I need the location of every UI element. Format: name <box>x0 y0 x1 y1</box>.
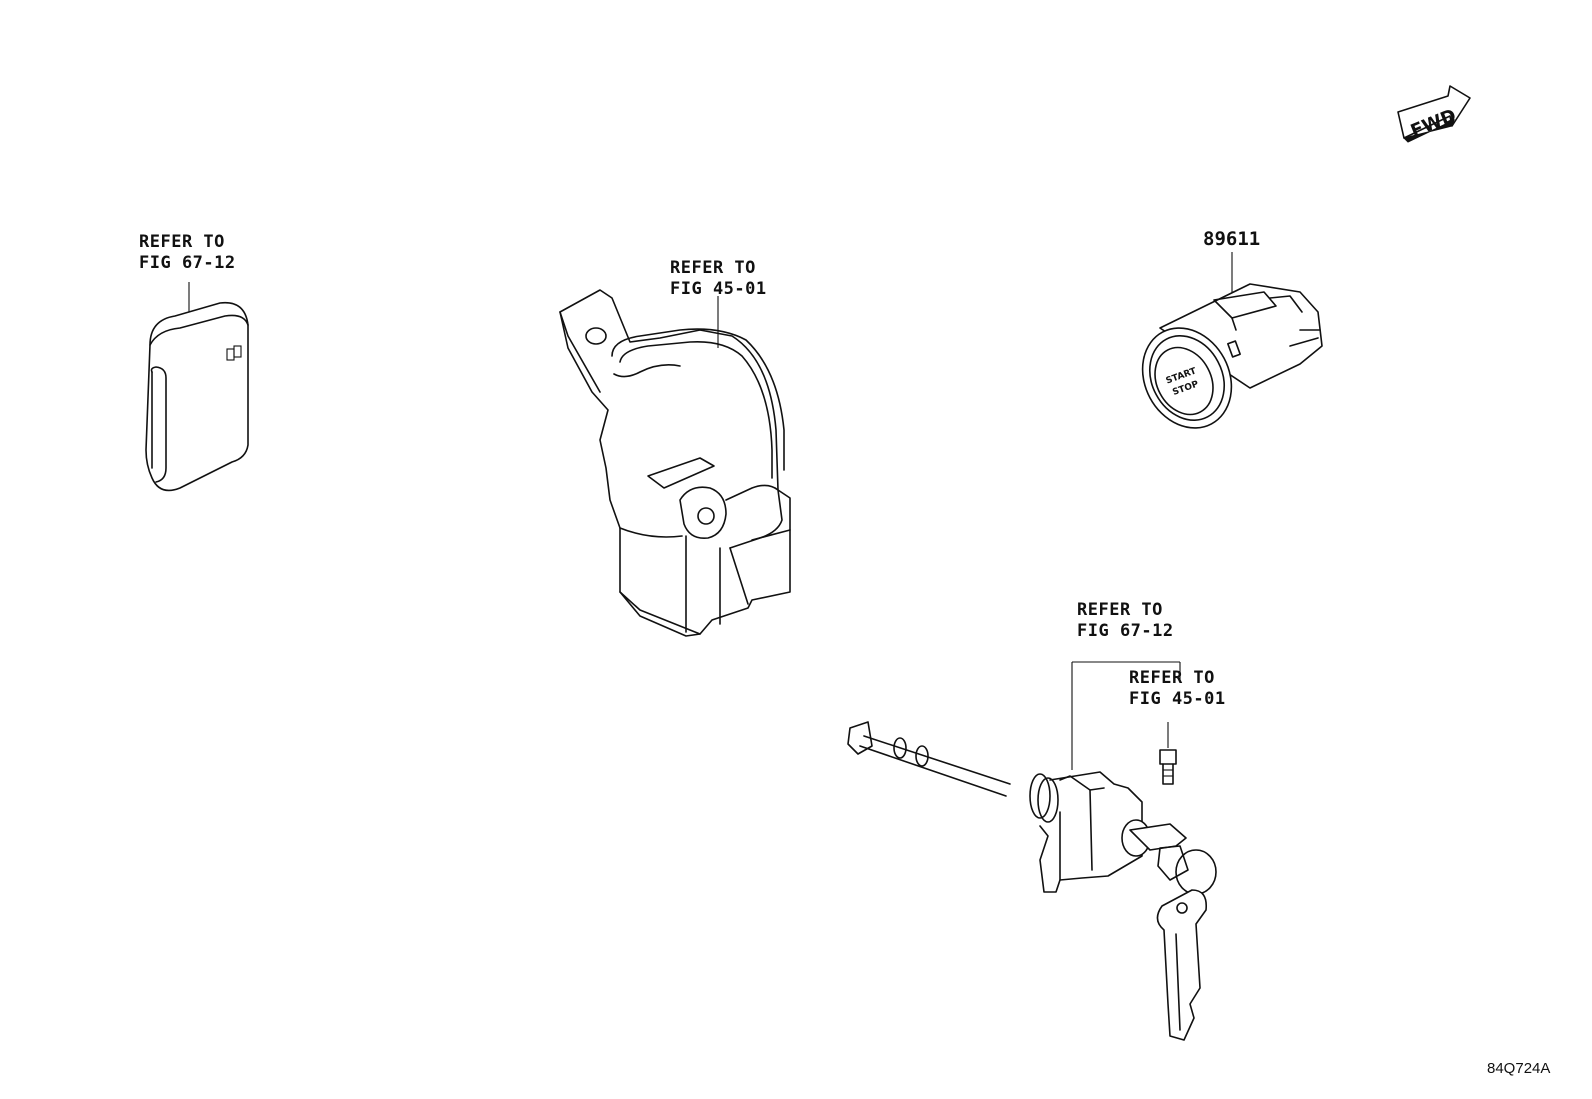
smart-key-callout-line1: REFER TO <box>139 232 225 252</box>
steering-lock-callout-line2: FIG 45-01 <box>670 279 767 299</box>
lock-cylinder-callout-b: REFER TO FIG 45-01 <box>1129 668 1226 710</box>
lock-cylinder-callout-a-line1: REFER TO <box>1077 600 1163 620</box>
steering-lock-callout-line1: REFER TO <box>670 258 756 278</box>
steering-lock-callout: REFER TO FIG 45-01 <box>670 258 767 300</box>
smart-key-fob <box>145 282 249 492</box>
lock-cylinder-callout-a-line2: FIG 67-12 <box>1077 621 1174 641</box>
lock-cylinder-callout-b-line2: FIG 45-01 <box>1129 689 1226 709</box>
figure-code: 84Q724A <box>1487 1060 1551 1077</box>
lock-cylinder-with-keys <box>847 661 1217 1041</box>
lock-cylinder-callout-a: REFER TO FIG 67-12 <box>1077 600 1174 642</box>
steering-lock-assembly <box>559 289 791 637</box>
lock-cylinder-callout-b-line1: REFER TO <box>1129 668 1215 688</box>
push-start-switch: START STOP <box>1141 252 1323 429</box>
fwd-arrow-icon: FWD <box>1397 85 1471 143</box>
smart-key-callout-line2: FIG 67-12 <box>139 253 236 273</box>
smart-key-callout: REFER TO FIG 67-12 <box>139 232 236 274</box>
push-button-part-number: 89611 <box>1203 228 1261 250</box>
